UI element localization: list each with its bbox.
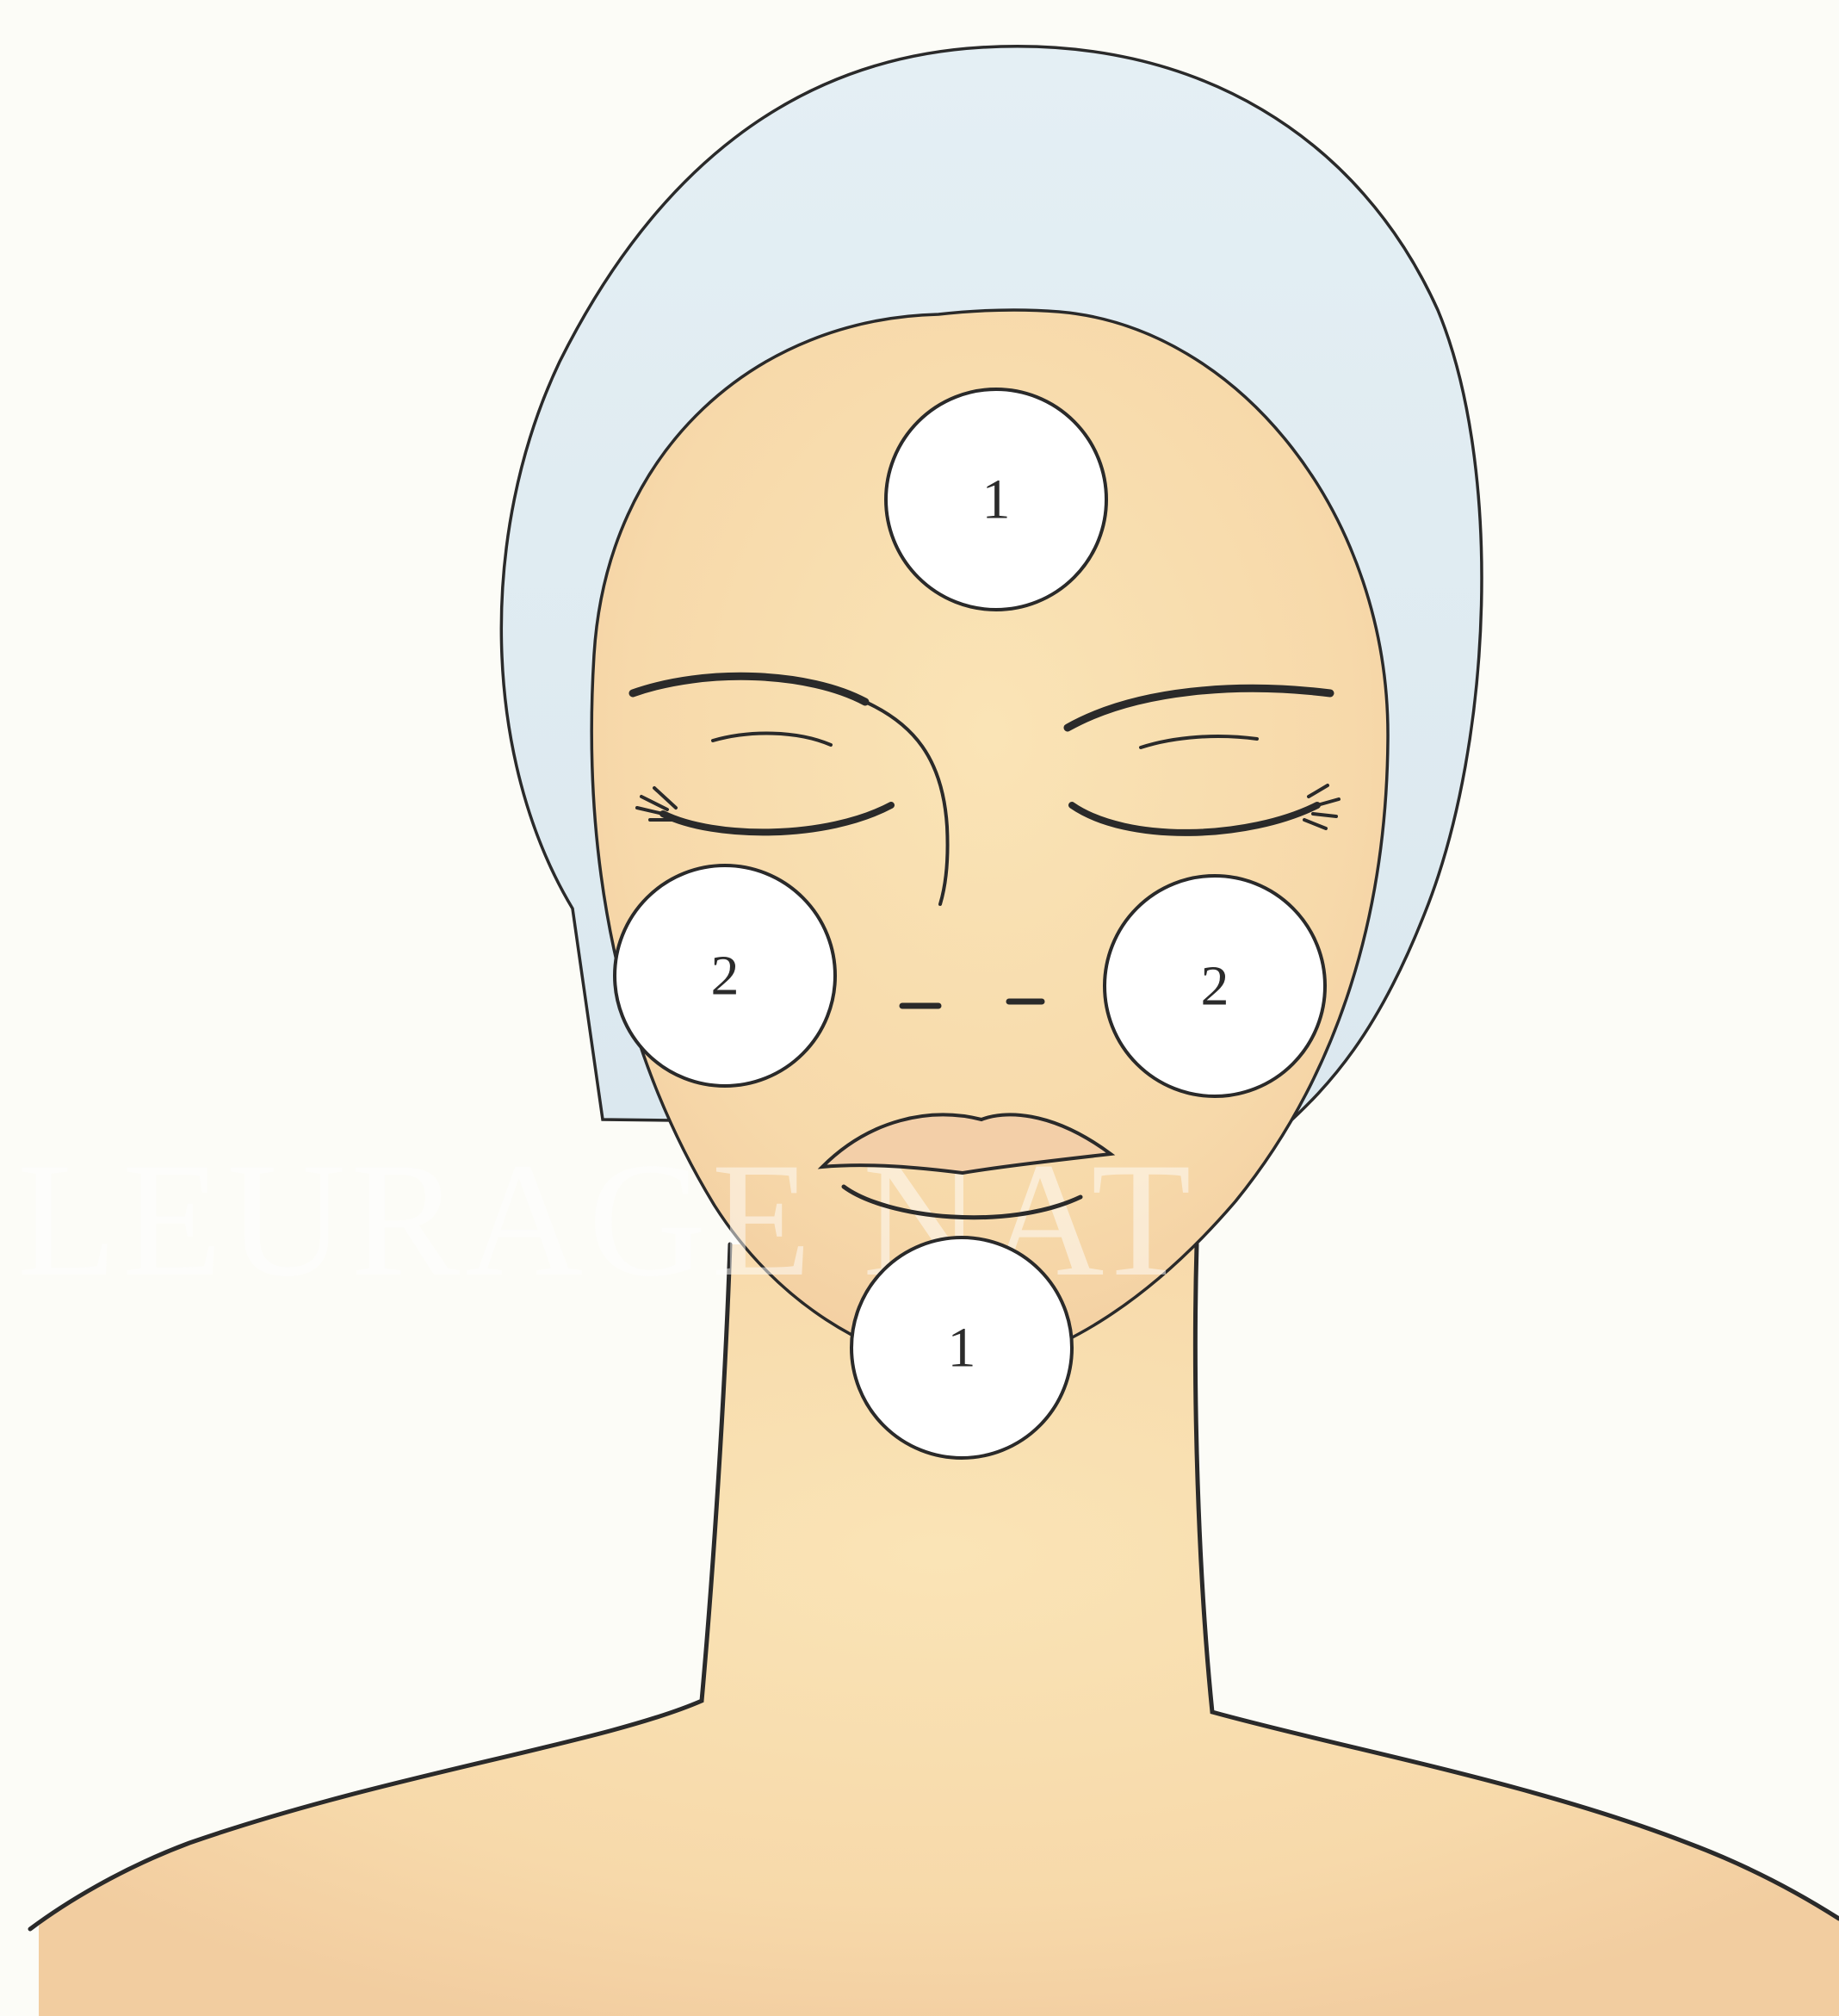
zone-forehead: 1 — [886, 389, 1106, 610]
zone-right-cheek: 2 — [1105, 876, 1325, 1096]
zone-forehead-label: 1 — [982, 468, 1011, 531]
zone-left-cheek: 2 — [615, 865, 835, 1086]
zone-right-cheek-label: 2 — [1201, 955, 1229, 1018]
zone-chin: 1 — [851, 1238, 1072, 1458]
zone-left-cheek-label: 2 — [711, 945, 740, 1008]
zone-chin-label: 1 — [948, 1317, 976, 1380]
